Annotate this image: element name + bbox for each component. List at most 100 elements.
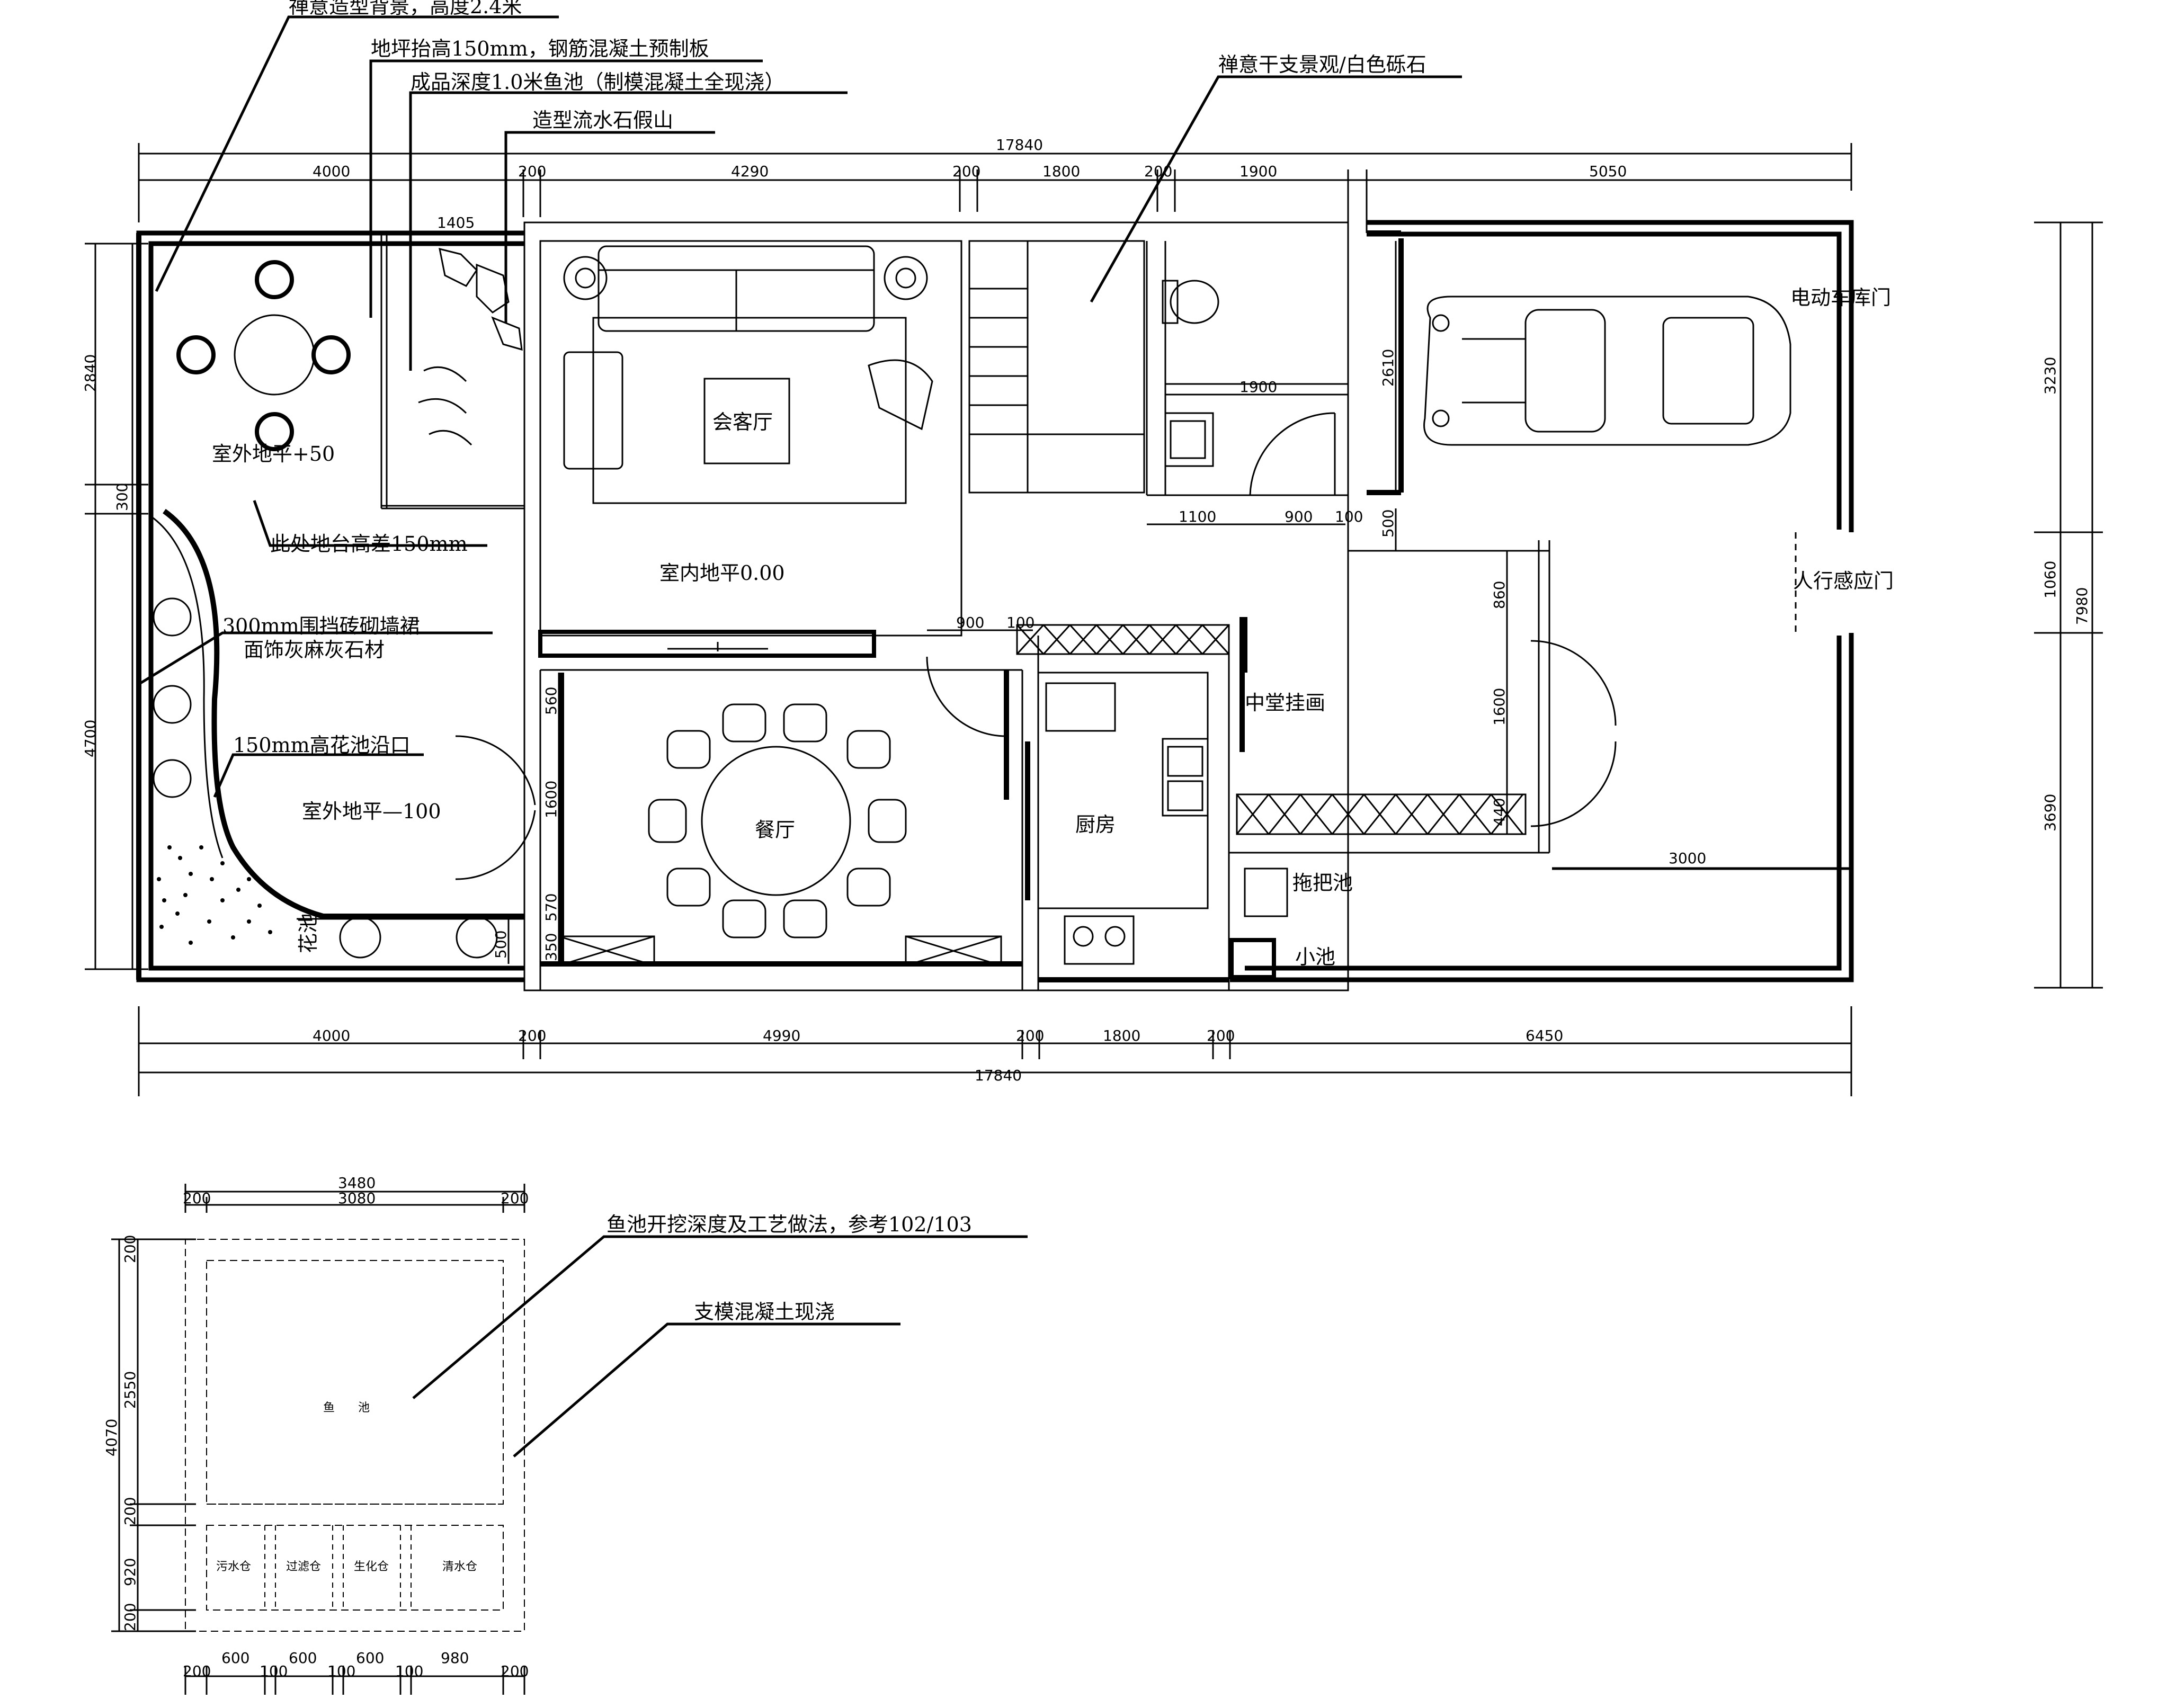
dim-bot-200b: 200 (1016, 1027, 1044, 1044)
pond-dim-b-100a: 100 (260, 1662, 288, 1680)
bottom-dimensions (138, 1006, 1852, 1096)
dim-1600-dining: 1600 (542, 781, 560, 818)
bathroom-fixtures (1147, 280, 1348, 496)
dim-bot-6450: 6450 (1526, 1027, 1563, 1044)
dim-1100: 1100 (1179, 508, 1216, 525)
dim-bot-4990: 4990 (763, 1027, 800, 1044)
leader-lines (139, 15, 1851, 870)
pond-dim-b-100c: 100 (395, 1662, 423, 1680)
left-dimension-texts: 2840 300 4700 (82, 354, 131, 757)
pond-leaders (412, 1235, 1028, 1457)
dim-500-planter: 500 (492, 931, 510, 959)
dim-1405: 1405 (437, 214, 475, 231)
pond-texts: 鱼池开挖深度及工艺做法，参考102/103 支模混凝土现浇 鱼 池 污水仓 过滤… (103, 1174, 972, 1680)
car (1423, 296, 1791, 446)
pond-dim-w-inner: 3080 (338, 1190, 376, 1207)
label-fish-pond-depth: 成品深度1.0米鱼池（制模混凝土全现浇） (411, 70, 784, 94)
label-mop-sink: 拖把池 (1292, 871, 1353, 895)
room-dining: 餐厅 (755, 818, 795, 842)
pond-dim-b-600c: 600 (356, 1649, 384, 1667)
interior-walls (523, 221, 1550, 991)
pond-outline (185, 1239, 525, 1632)
dim-top-200a: 200 (518, 163, 546, 180)
bottom-dimension-texts: 4000 200 4990 200 1800 200 6450 17840 (313, 1027, 1563, 1084)
pond-dim-h-920: 920 (121, 1558, 139, 1586)
dim-top-1900: 1900 (1239, 163, 1277, 180)
pond-dim-b-200b: 200 (501, 1662, 529, 1680)
dim-right-7980: 7980 (2073, 587, 2091, 625)
dim-left-4700: 4700 (82, 720, 99, 757)
corridor-cabinet (1236, 793, 1527, 835)
pond-dim-b-200a: 200 (183, 1662, 211, 1680)
pond-dim-h-total: 4070 (103, 1419, 120, 1456)
dim-bot-1800: 1800 (1103, 1027, 1140, 1044)
pond-dimension-lines (111, 1184, 525, 1695)
right-dimensions (2034, 221, 2103, 989)
label-planter-edge: 150mm高花池沿口 (233, 734, 411, 757)
room-labels: 会客厅 餐厅 厨房 (712, 410, 1116, 842)
dim-350: 350 (542, 933, 560, 961)
label-rockery: 造型流水石假山 (532, 109, 673, 132)
living-furniture (563, 245, 933, 504)
dim-right-3230: 3230 (2041, 357, 2059, 395)
pond-dim-b-600b: 600 (289, 1649, 317, 1667)
label-indoor-zero: 室内地平0.00 (659, 561, 785, 585)
label-dry-landscape: 禅意干支景观/白色砾石 (1218, 53, 1426, 76)
dim-top-1800: 1800 (1042, 163, 1080, 180)
label-outdoor-minus100: 室外地平—100 (302, 800, 441, 823)
pond-dim-b-980: 980 (441, 1649, 469, 1667)
exterior-walls (136, 220, 1854, 982)
pond-label: 鱼 池 (323, 1401, 370, 1415)
staircase (968, 240, 1145, 494)
pond-dim-h-2550: 2550 (121, 1371, 139, 1409)
dim-top-4290: 4290 (731, 163, 769, 180)
pond-dim-h-200a: 200 (121, 1235, 139, 1263)
label-brick-wall-2: 面饰灰麻灰石材 (244, 638, 385, 661)
label-garage-door: 电动车库门 (1790, 286, 1891, 309)
dim-1600-corridor: 1600 (1491, 688, 1508, 726)
dim-100: 100 (1335, 508, 1363, 525)
dim-top-5050: 5050 (1589, 163, 1627, 180)
dim-570: 570 (542, 893, 560, 922)
right-dimension-texts: 3230 1060 7980 3690 (2041, 357, 2091, 831)
label-platform-diff: 此处地台高差150mm (270, 532, 468, 556)
dim-right-3690: 3690 (2041, 794, 2059, 831)
label-outdoor-plus50: 室外地平+50 (212, 442, 335, 466)
pond-dim-b-100b: 100 (327, 1662, 355, 1680)
garden-fixtures (150, 233, 524, 959)
room-living: 会客厅 (712, 410, 773, 434)
dim-560: 560 (542, 687, 560, 715)
kitchen-fixtures (1037, 672, 1209, 965)
dining-table (648, 703, 907, 938)
dim-440: 440 (1491, 798, 1508, 826)
dim-bot-200c: 200 (1207, 1027, 1235, 1044)
pond-annotation-form: 支模混凝土现浇 (694, 1300, 835, 1324)
pond-chamber-3: 生化仓 (354, 1560, 389, 1573)
pond-dim-h-200c: 200 (121, 1603, 139, 1631)
pond-dim-b-600a: 600 (221, 1649, 249, 1667)
pond-dim-w-200a: 200 (183, 1190, 211, 1207)
dim-3000: 3000 (1669, 849, 1706, 867)
label-brick-wall-1: 300mm围挡砖砌墙裙 (222, 614, 420, 638)
dining-side-cabinets (558, 935, 1002, 967)
pond-chamber-1: 污水仓 (216, 1560, 251, 1573)
label-zen-backdrop: 禅意造型背景，高度2.4米 (289, 0, 522, 18)
dim-1900-inner: 1900 (1239, 378, 1277, 396)
room-kitchen: 厨房 (1075, 813, 1116, 836)
dim-left-300: 300 (113, 483, 131, 511)
dim-bot-4000: 4000 (313, 1027, 350, 1044)
dim-top-200b: 200 (952, 163, 980, 180)
dim-2610: 2610 (1379, 349, 1397, 387)
label-hall-painting: 中堂挂画 (1245, 691, 1325, 714)
gravel-dots (157, 845, 272, 945)
dim-900b: 900 (956, 614, 984, 631)
top-dimensions (138, 143, 1852, 233)
pond-chamber-4: 清水仓 (442, 1560, 477, 1573)
doors (455, 532, 1797, 979)
plan-annotations: 禅意造型背景，高度2.4米 地坪抬高150mm，钢筋混凝土预制板 成品深度1.0… (212, 0, 1894, 969)
pond-dim-w-200b: 200 (501, 1190, 529, 1207)
pond-dim-h-200b: 200 (121, 1497, 139, 1525)
rockery-sketch (418, 247, 523, 446)
